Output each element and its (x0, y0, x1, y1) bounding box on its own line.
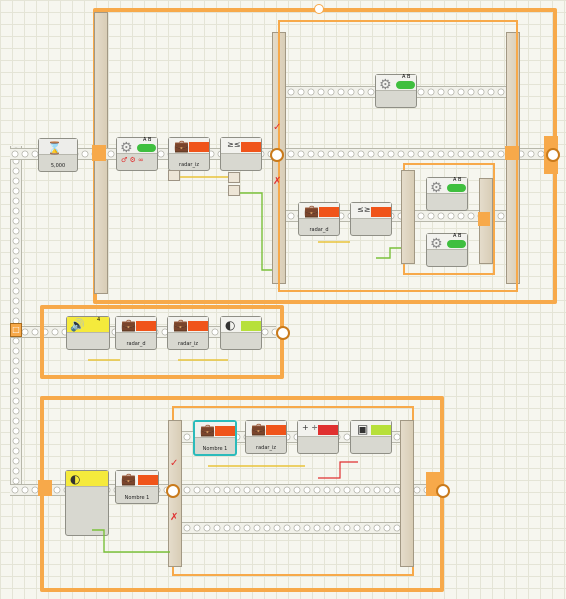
display-icon: ▣ (357, 422, 369, 436)
wait-timer-block[interactable]: ⌛ 5,000 (38, 138, 78, 172)
loop-1-main-beam[interactable] (106, 148, 546, 160)
suitcase-icon: 💼 (200, 423, 215, 437)
sequence-junction-icon: □ (10, 323, 22, 337)
cross-icon: ✗ (170, 512, 179, 523)
ultrasonic-sensor-block[interactable]: ◐ (220, 316, 262, 350)
switch-c-in-hub[interactable] (166, 484, 180, 498)
motor-block-4[interactable]: ⚙ A B (426, 233, 468, 267)
loop-3-end-hub[interactable] (436, 484, 450, 498)
left-sequence-beam (10, 146, 22, 496)
math-block[interactable]: + ÷ (297, 420, 339, 454)
loop-2-end-hub[interactable] (276, 326, 290, 340)
motor-settings-icon: ♂ ⚙ ∞ (121, 156, 144, 164)
suitcase-icon: 💼 (121, 318, 136, 332)
sensor-icon: ◐ (70, 472, 81, 486)
motor-3-ports: A B (453, 177, 462, 183)
motor-4-ports: A B (453, 233, 462, 239)
compare-1-in-a[interactable] (228, 172, 240, 183)
compare-icon: ≤≥ (357, 205, 371, 214)
display-block[interactable]: ▣ (350, 420, 392, 454)
sensor-icon: ◐ (225, 318, 236, 332)
suitcase-icon: 💼 (121, 472, 136, 486)
math-icon: + ÷ (302, 423, 318, 432)
switch-a-in-hub[interactable] (270, 148, 284, 162)
loop-2-frame[interactable] (40, 305, 284, 379)
check-icon: ✓ (273, 122, 282, 133)
suitcase-icon: 💼 (173, 318, 188, 332)
wait-value: 5,000 (50, 163, 66, 169)
motor-block-3[interactable]: ⚙ A B (426, 177, 468, 211)
loop-3-left-tab (38, 480, 52, 496)
variable-nombre1-block[interactable]: 💼 Nombre 1 (115, 470, 159, 504)
variable-nombre1-label: Nombre 1 (124, 495, 150, 501)
ultrasonic-sensor-block-2[interactable]: ◐ (65, 470, 109, 536)
variable-radar-iz-branch-block[interactable]: 💼 radar_iz (245, 420, 287, 454)
switch-b-left-pillar[interactable] (401, 170, 415, 264)
switch-a-false-beam (286, 210, 506, 222)
motor-block-1[interactable]: ⚙ A B ♂ ⚙ ∞ (116, 137, 158, 171)
loop-1-end-hub[interactable] (546, 148, 560, 162)
variable-radar-d-sound-block[interactable]: 💼 radar_d (115, 316, 157, 350)
loop-1-left-tab (92, 145, 106, 161)
variable-radar-iz-block[interactable]: 💼 radar_iz (168, 137, 210, 171)
variable-radar-iz-sound-label: radar_iz (178, 341, 198, 347)
variable-radar-d-label: radar_d (309, 227, 329, 233)
variable-nombre1-branch-block[interactable]: 💼 Nombre 1 (193, 420, 237, 456)
gear-icon: ⚙ (430, 236, 443, 252)
compare-block-2[interactable]: ≤≥ (350, 202, 392, 236)
speaker-icon: 🔊 (70, 318, 85, 332)
switch-b-right-tab (478, 212, 490, 226)
motor-block-2[interactable]: ⚙ A B (375, 74, 417, 108)
hourglass-icon: ⌛ (47, 141, 62, 155)
variable-radar-iz-branch-label: radar_iz (256, 445, 276, 451)
motor-2-ports: A B (402, 74, 411, 80)
switch-c-false-beam (182, 522, 400, 534)
sound-value: 4 (97, 317, 101, 323)
compare-block-1[interactable]: ≥≤ (220, 137, 262, 171)
loop-1-top-arrow (314, 4, 324, 14)
gear-icon: ⚙ (120, 140, 133, 156)
gear-icon: ⚙ (379, 77, 392, 93)
gear-icon: ⚙ (430, 180, 443, 196)
variable-radar-d-sound-label: radar_d (126, 341, 146, 347)
motor-ports-label: A B (143, 137, 152, 143)
variable-radar-d-block[interactable]: 💼 radar_d (298, 202, 340, 236)
switch-a-right-tab (505, 146, 519, 160)
check-icon: ✓ (170, 458, 179, 469)
radar-iz-output-plug[interactable] (168, 170, 180, 181)
sound-block[interactable]: 🔊 4 (66, 316, 110, 350)
suitcase-icon: 💼 (251, 422, 266, 436)
variable-nombre1-branch-label: Nombre 1 (202, 446, 228, 452)
compare-1-in-b[interactable] (228, 185, 240, 196)
switch-c-right-pillar[interactable] (400, 420, 414, 567)
suitcase-icon: 💼 (304, 204, 319, 218)
variable-radar-iz-sound-block[interactable]: 💼 radar_iz (167, 316, 209, 350)
compare-icon: ≥≤ (227, 140, 241, 149)
variable-radar-iz-label: radar_iz (179, 162, 199, 168)
cross-icon: ✗ (273, 176, 282, 187)
suitcase-icon: 💼 (174, 139, 189, 153)
